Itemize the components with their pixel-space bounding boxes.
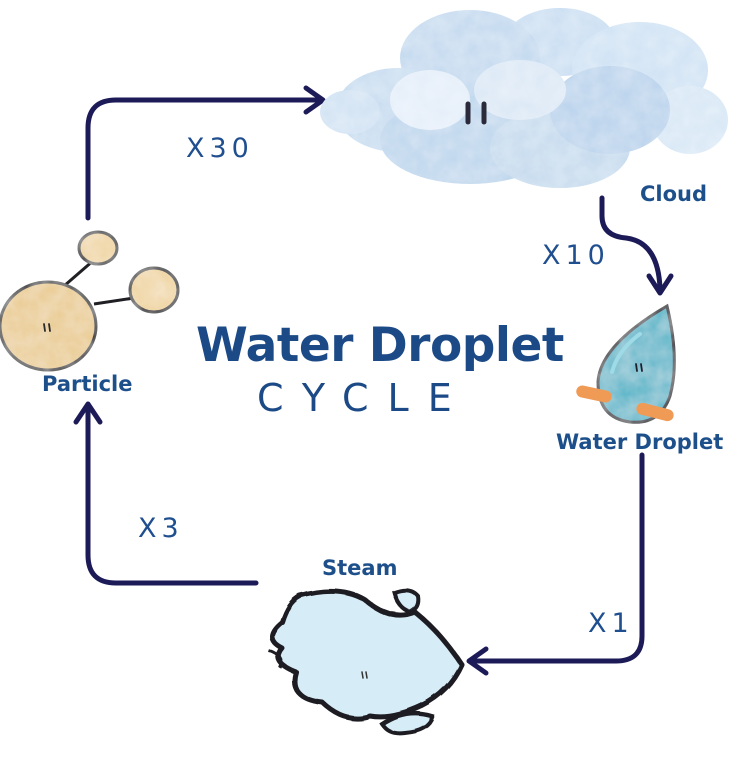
- cloud-icon: [320, 8, 728, 188]
- particle-label: Particle: [42, 372, 132, 396]
- particle-icon: [0, 232, 178, 370]
- water-droplet-label: Water Droplet: [556, 430, 723, 454]
- multiplier-cloud-to-droplet: X10: [542, 240, 610, 271]
- diagram-title: Water Droplet: [196, 318, 564, 373]
- steam-label: Steam: [322, 556, 397, 580]
- diagram-subtitle: CYCLE: [257, 376, 471, 420]
- arrow-cloud-to-droplet: [602, 198, 660, 288]
- arrow-steam-to-particle: [88, 408, 256, 583]
- multiplier-steam-to-particle: X3: [138, 513, 184, 544]
- water-droplet-icon: [575, 306, 675, 422]
- cloud-label: Cloud: [640, 182, 707, 206]
- steam-icon: [268, 590, 462, 733]
- multiplier-particle-to-cloud: X30: [186, 133, 254, 164]
- multiplier-droplet-to-steam: X1: [588, 608, 634, 639]
